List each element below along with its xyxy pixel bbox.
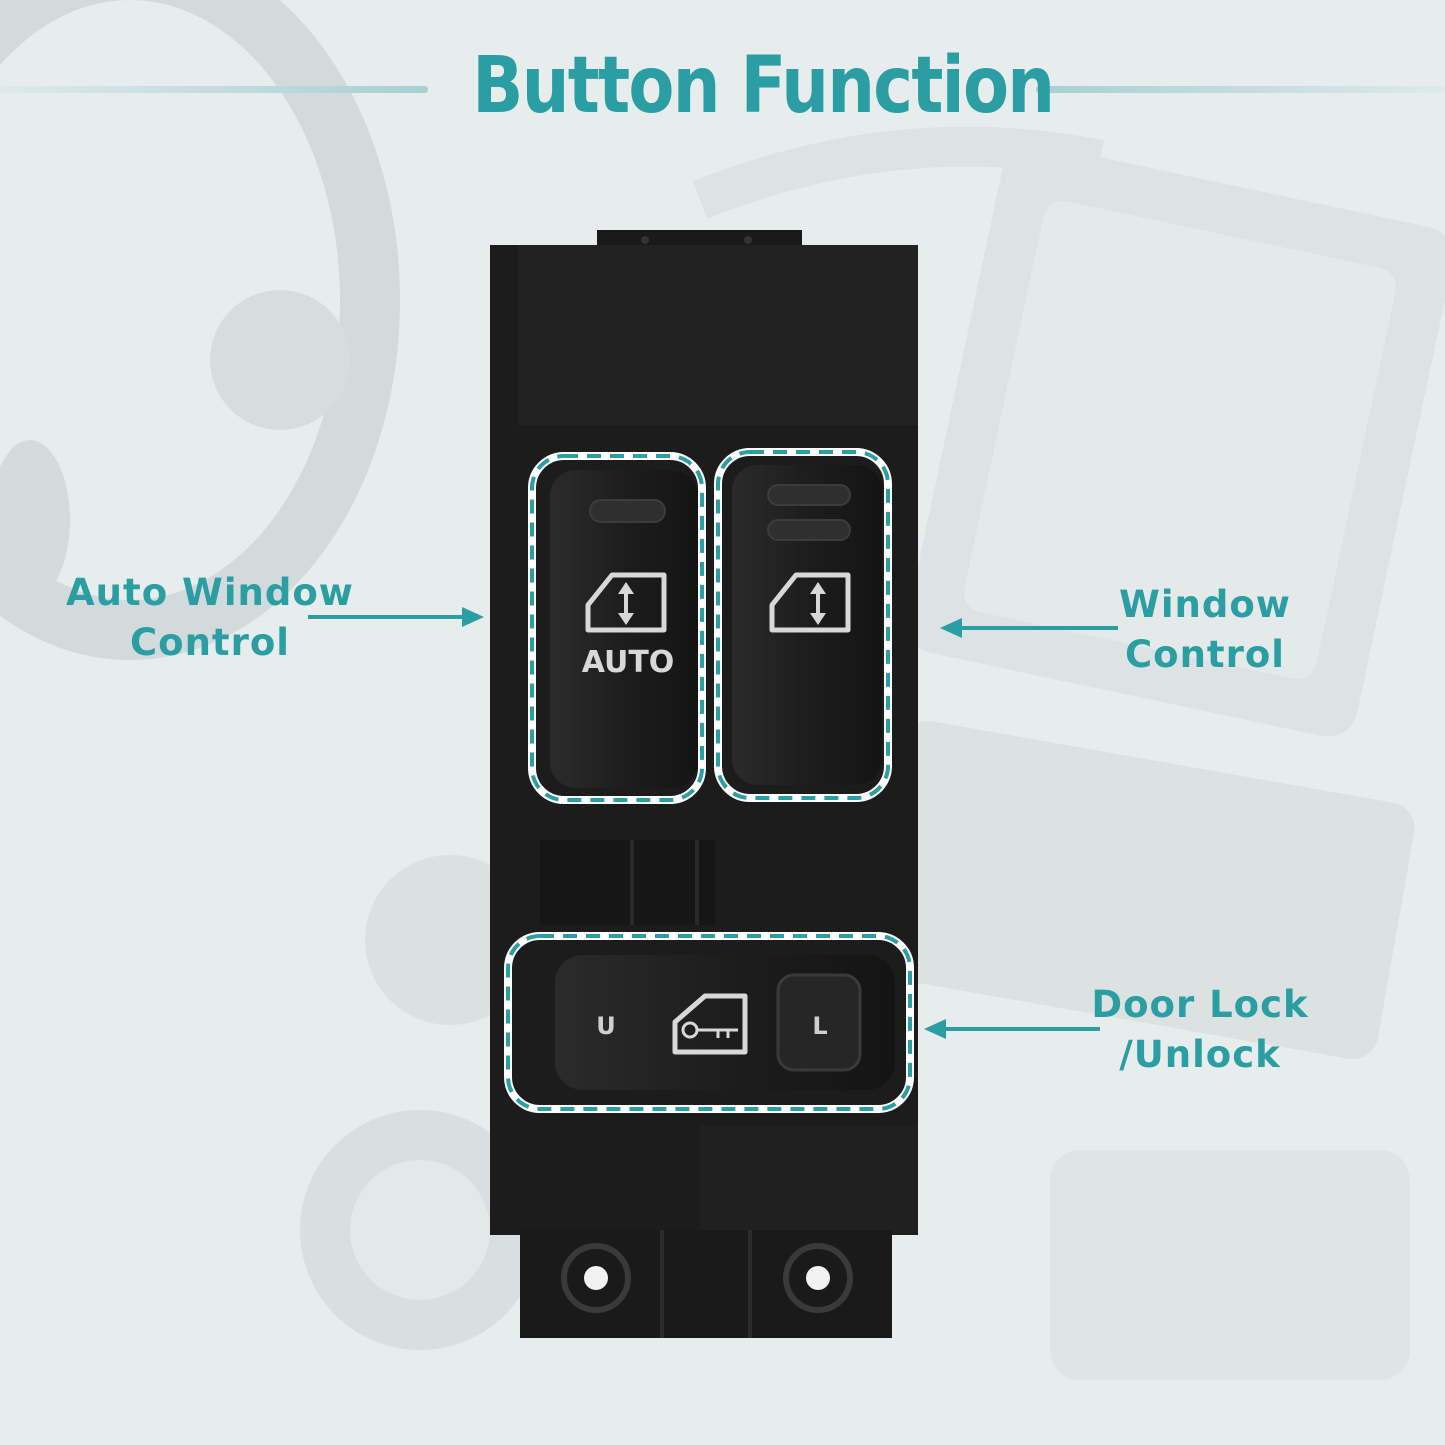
window-button[interactable] [732,465,882,785]
mounting-hole-left [561,1243,631,1313]
mounting-hole-right [783,1243,853,1313]
auto-window-control-label: Auto Window Control [66,571,354,664]
door-lock-icon [672,993,748,1055]
window-highlight [716,450,890,800]
auto-text: AUTO [582,645,675,680]
arrow-auto-window [308,607,484,627]
door-lock-unlock-label: Door Lock /Unlock [1091,983,1309,1076]
window-up-down-icon [769,572,851,633]
window-control-label: Window Control [1119,583,1291,676]
door-lock-highlight [506,934,912,1111]
auto-window-highlight [530,454,704,802]
window-up-down-icon [585,572,667,633]
lock-text: L [812,1012,827,1040]
title-rule-right [1036,86,1445,93]
unlock-text: U [596,1012,616,1040]
arrow-door-lock [924,1019,1100,1039]
auto-window-button[interactable] [550,470,698,788]
arrow-window [940,618,1118,638]
page-title: Button Function [472,41,1055,131]
title-rule-left [0,86,428,93]
door-lock-switch[interactable] [555,955,895,1090]
